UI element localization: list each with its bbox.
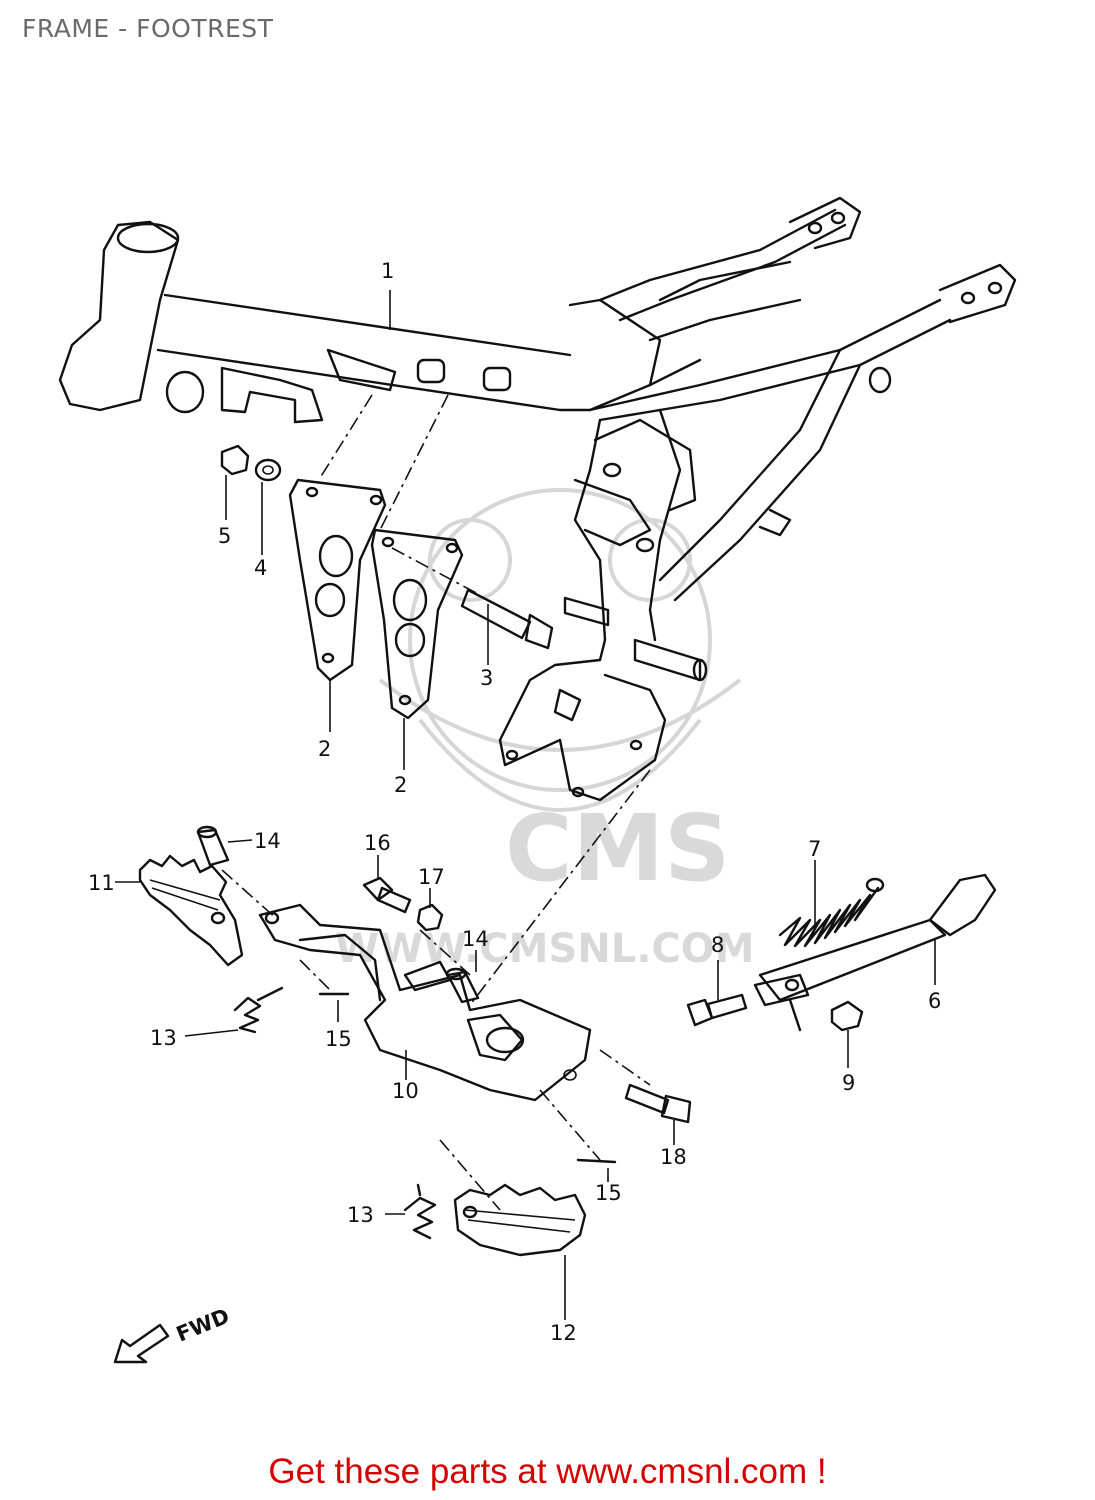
bracket-left — [288, 478, 387, 682]
spring-13-right — [403, 1183, 437, 1240]
callout-6: 6 — [928, 989, 941, 1013]
footrest-right — [453, 1183, 587, 1257]
callout-9: 9 — [842, 1071, 855, 1095]
pin-14-left — [196, 825, 230, 867]
washer-4 — [254, 458, 282, 482]
callout-11: 11 — [88, 871, 115, 895]
watermark-url: WWW.CMSNL.COM — [335, 926, 755, 972]
callout-14-left: 14 — [254, 829, 281, 853]
bolt-3 — [460, 588, 554, 650]
bolt-18 — [624, 1083, 692, 1124]
watermark-brand: CMS — [505, 795, 730, 902]
footrest-left — [138, 854, 244, 967]
callout-10: 10 — [392, 1079, 419, 1103]
callout-13-left: 13 — [150, 1026, 177, 1050]
callout-3: 3 — [480, 666, 493, 690]
footrest-bar — [258, 903, 592, 1102]
callout-15-left: 15 — [325, 1027, 352, 1051]
callout-16: 16 — [364, 831, 391, 855]
callout-17: 17 — [418, 865, 445, 889]
callout-8: 8 — [711, 933, 724, 957]
frame — [58, 196, 1017, 802]
cotter-15-right — [576, 1158, 617, 1164]
callout-4: 4 — [254, 556, 267, 580]
callout-18: 18 — [660, 1145, 687, 1169]
bolt-8 — [686, 993, 748, 1027]
callout-12: 12 — [550, 1321, 577, 1345]
callout-2-right: 2 — [394, 773, 407, 797]
spring-13-left — [233, 986, 284, 1034]
nut-9 — [830, 1000, 864, 1032]
spring-7 — [778, 877, 885, 948]
watermark-logo: CMS WWW.CMSNL.COM — [335, 488, 755, 972]
promo-link[interactable]: Get these parts at www.cmsnl.com ! — [268, 1452, 827, 1491]
bolt-16 — [362, 876, 412, 914]
callout-13-right: 13 — [347, 1203, 374, 1227]
callout-2-left: 2 — [318, 737, 331, 761]
page-title: FRAME - FOOTREST — [22, 14, 274, 43]
pin-14-right — [445, 967, 480, 1004]
fwd-label: FWD — [173, 1304, 233, 1347]
forward-direction-arrow-icon: FWD — [113, 1304, 233, 1364]
callout-5: 5 — [218, 524, 231, 548]
bracket-right — [370, 528, 464, 720]
callout-15-right: 15 — [595, 1181, 622, 1205]
callout-1: 1 — [381, 259, 394, 283]
nut-17 — [416, 903, 444, 932]
callout-7: 7 — [808, 837, 821, 861]
side-stand — [753, 873, 997, 1032]
exploded-parts-diagram: CMS WWW.CMSNL.COM — [58, 196, 1017, 1364]
callout-14-right: 14 — [462, 927, 489, 951]
nut-5 — [220, 444, 250, 476]
